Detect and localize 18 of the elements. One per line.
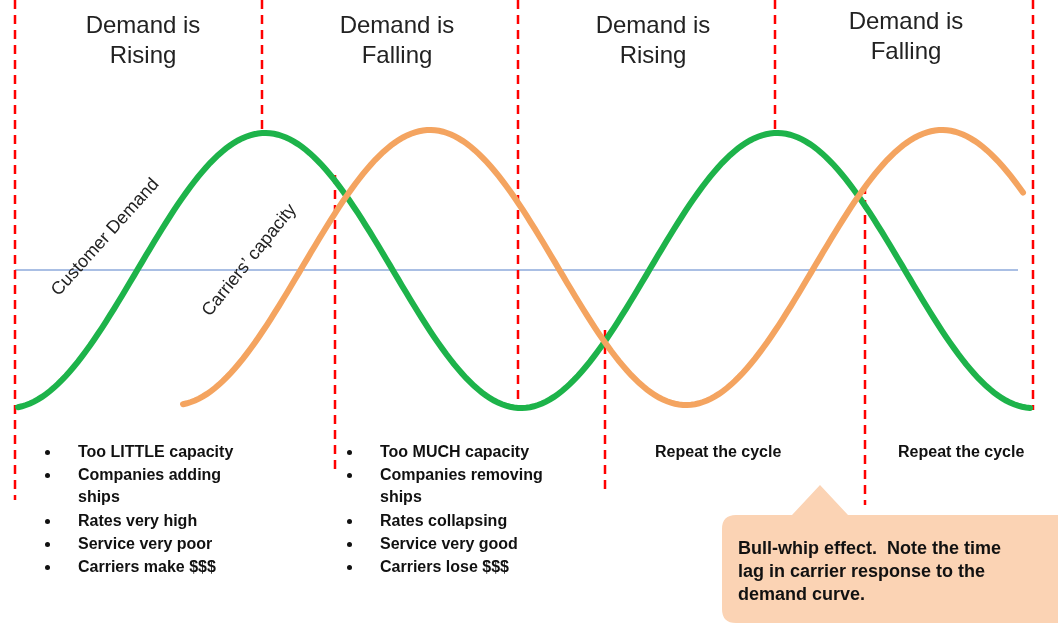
- bullet-item: Service very good: [380, 534, 518, 554]
- phase-heading: Demand is Falling: [847, 6, 965, 66]
- bullet-item: Companies removing ships: [380, 465, 544, 507]
- bullet-item: Carriers lose $$$: [380, 557, 509, 577]
- bullet-item: Carriers make $$$: [78, 557, 216, 577]
- bullet-item: Companies adding ships: [78, 465, 223, 507]
- phase-heading: Demand is Rising: [84, 10, 202, 70]
- phase-heading: Demand is Rising: [594, 10, 712, 70]
- bullet-item: Rates very high: [78, 511, 198, 531]
- callout-bubble: [722, 483, 1058, 623]
- bullet-item: Service very poor: [78, 534, 213, 554]
- bullet-item: Too LITTLE capacity: [78, 442, 234, 462]
- callout-text: Bull-whip effect. Note the time lag in carrier response to the demand curve.: [738, 537, 1002, 606]
- bullet-item: Rates collapsing: [380, 511, 508, 531]
- phase-heading: Demand is Falling: [338, 10, 456, 70]
- bullet-item: Too MUCH capacity: [380, 442, 530, 462]
- note-text: Repeat the cycle: [898, 442, 1025, 462]
- note-text: Repeat the cycle: [655, 442, 782, 462]
